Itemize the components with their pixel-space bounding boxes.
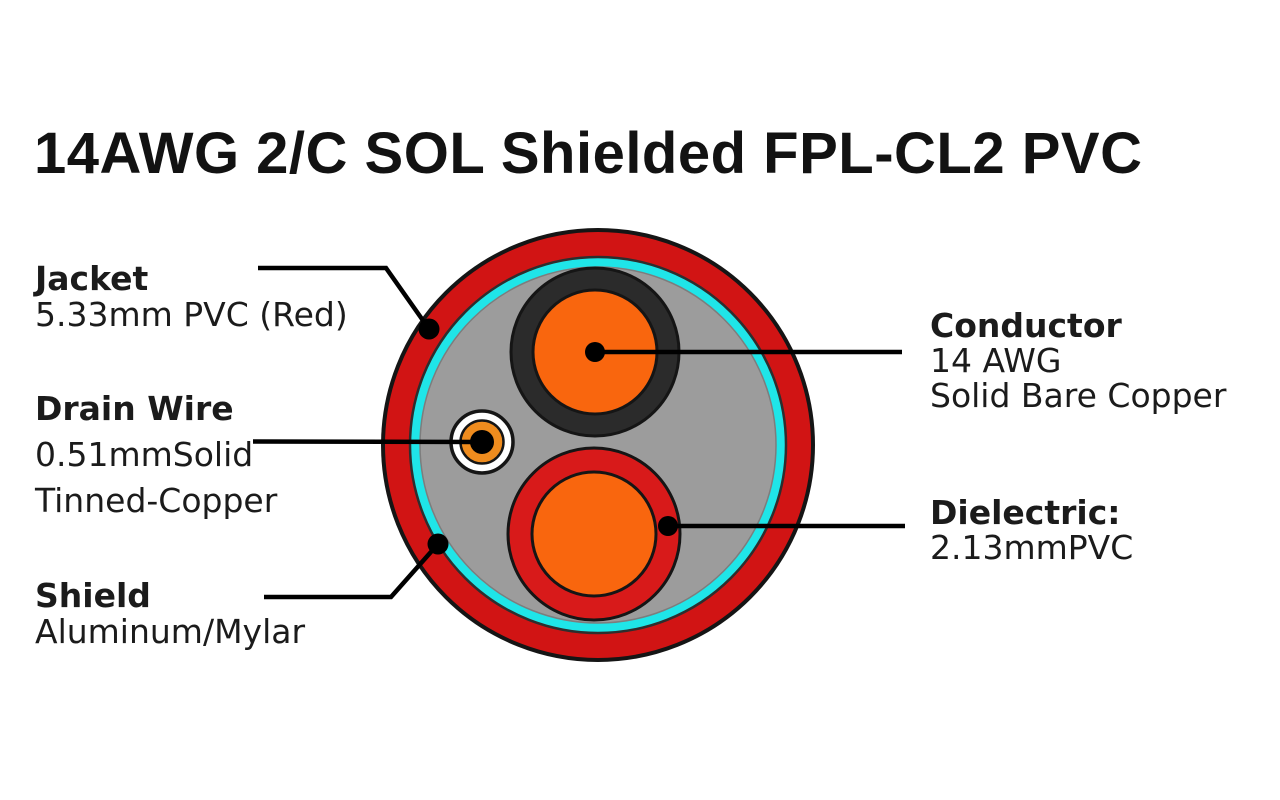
label-conductor-spec1: 14 AWG [930,341,1062,380]
label-jacket: Jacket 5.33mm PVC (Red) [35,261,348,333]
label-conductor-title: Conductor [930,306,1122,345]
leader-dot-shield [427,533,449,555]
label-dielectric-title: Dielectric: [930,493,1121,532]
label-drain-wire-spec1: 0.51mmSolid [35,435,254,474]
leader-line-jacket [258,265,431,331]
page-title: 14AWG 2/C SOL Shielded FPL-CL2 PVC [34,121,1143,186]
label-dielectric: Dielectric: 2.13mmPVC [930,495,1133,565]
label-shield-spec: Aluminum/Mylar [35,612,306,651]
label-drain-wire: Drain Wire 0.51mmSolid Tinned-Copper [35,386,277,524]
label-conductor-spec2: Solid Bare Copper [930,376,1227,415]
leader-lines [252,265,905,600]
leader-dot-jacket [418,318,440,340]
leader-dots [418,318,678,555]
label-jacket-title: Jacket [35,259,149,298]
label-shield: Shield Aluminum/Mylar [35,578,305,650]
leader-line-shield [264,542,440,600]
label-dielectric-spec: 2.13mmPVC [930,528,1134,567]
label-drain-wire-spec2: Tinned-Copper [35,481,278,520]
label-drain-wire-title: Drain Wire [35,389,234,428]
leader-dot-conductor [585,342,605,362]
conductor-core-bottom [530,470,658,598]
label-jacket-spec: 5.33mm PVC (Red) [35,295,348,334]
leader-dot-drain-wire [470,430,494,454]
leader-line-drain-wire [252,439,483,445]
label-conductor: Conductor 14 AWG Solid Bare Copper [930,308,1226,413]
leader-dot-dielectric [658,516,678,536]
label-shield-title: Shield [35,576,151,615]
